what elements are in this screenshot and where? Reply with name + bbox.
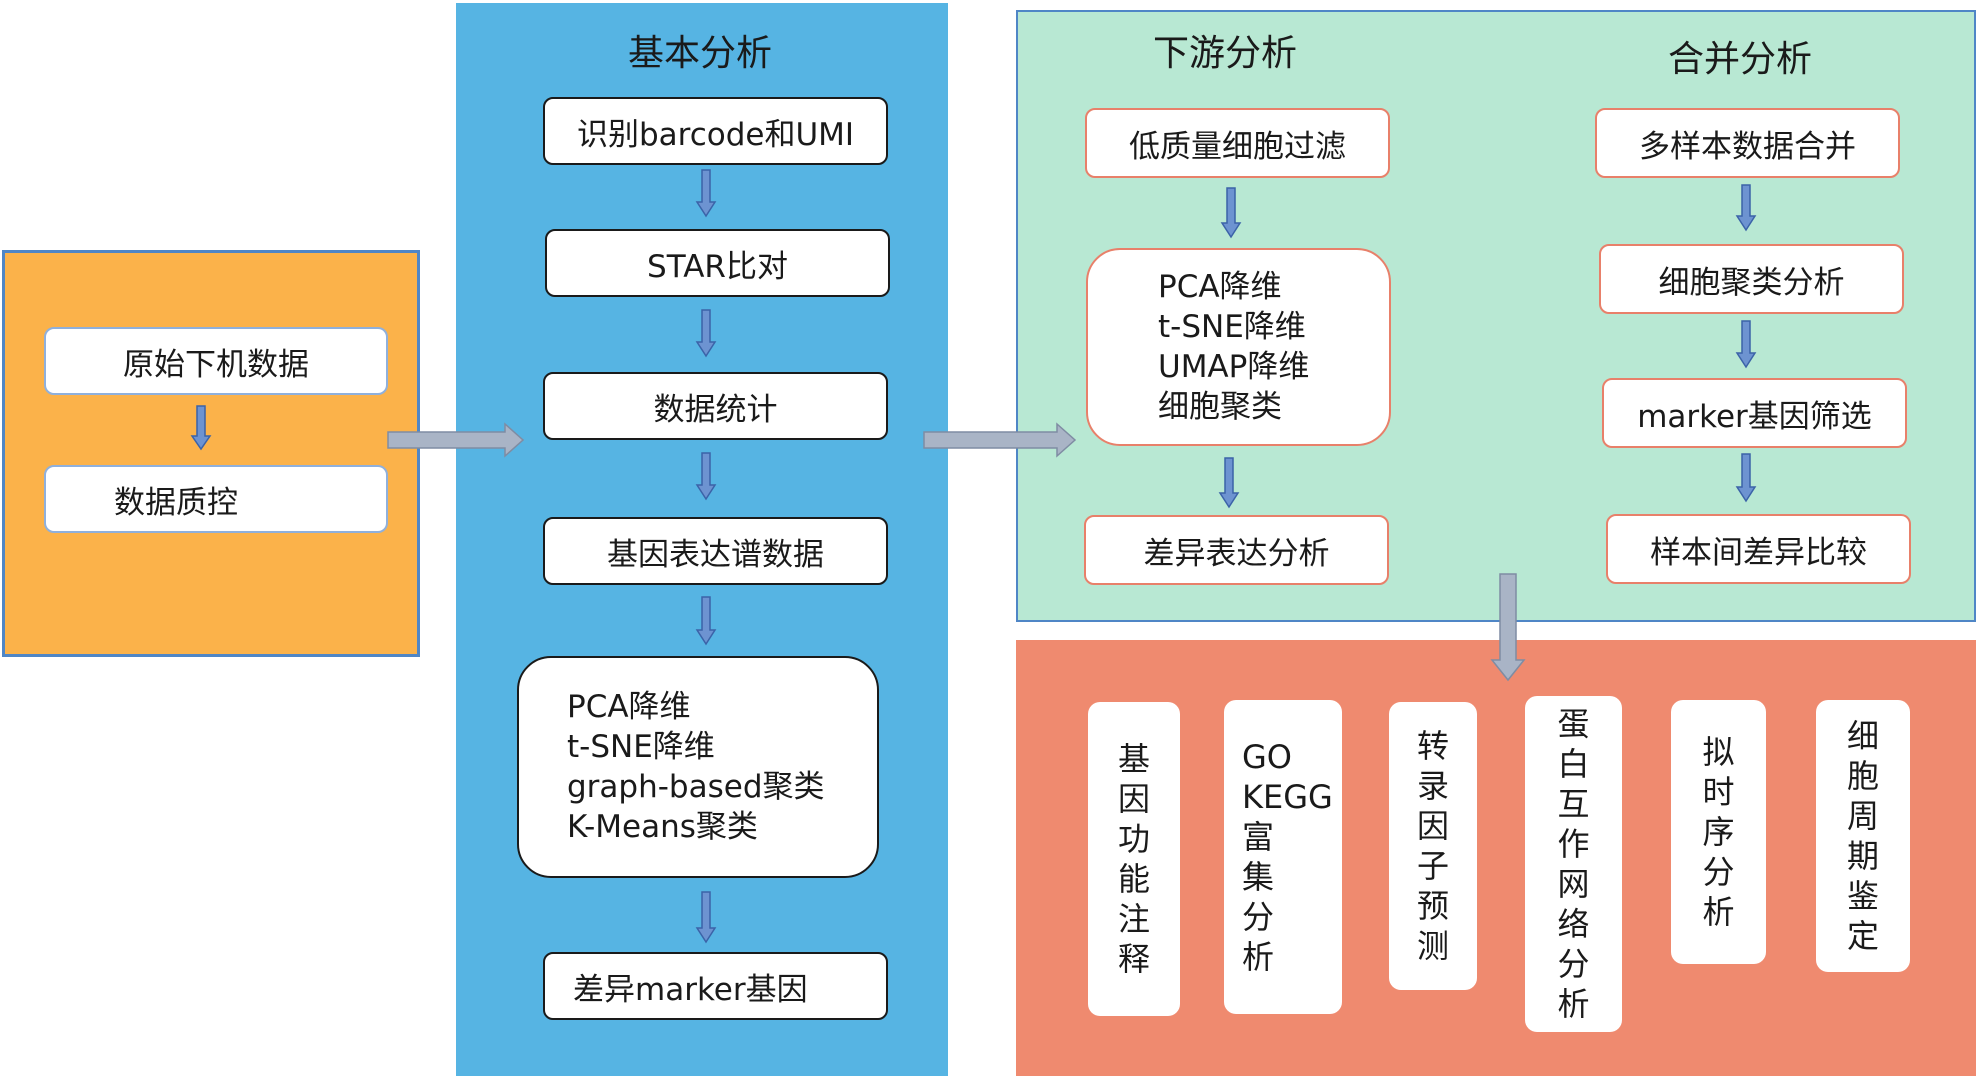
- card-char: 期: [1846, 837, 1879, 875]
- card-char: 定: [1846, 917, 1879, 955]
- card-char: 基: [1117, 740, 1150, 778]
- star-alignment-node: STAR比对: [545, 229, 890, 297]
- cell-clustering-node: 细胞聚类分析: [1599, 244, 1904, 314]
- card-char: 注: [1117, 900, 1150, 938]
- card-char: 释: [1117, 940, 1150, 978]
- card-char: 胞: [1846, 757, 1879, 795]
- card-char: 子: [1416, 847, 1449, 885]
- card-char: 富: [1242, 818, 1275, 856]
- dim-reduction-line: t-SNE降维: [1158, 309, 1306, 345]
- card-char: 因: [1117, 780, 1150, 818]
- card-char: 白: [1557, 745, 1590, 783]
- data-statistics-node: 数据统计: [543, 372, 888, 440]
- card-char: 集: [1242, 858, 1275, 896]
- basic-analysis-title: 基本分析: [627, 33, 773, 74]
- card-char: 作: [1557, 825, 1590, 863]
- diff-marker-gene-node: 差异marker基因: [543, 952, 888, 1020]
- downstream-analysis-title: 下游分析: [1152, 33, 1298, 74]
- basic-clustering-node: PCA降维 t-SNE降维 graph-based聚类 K-Means聚类: [517, 656, 879, 878]
- card-char: 析: [1557, 985, 1590, 1023]
- card-char: 录: [1416, 767, 1449, 805]
- card-char: 络: [1557, 905, 1590, 943]
- card-char: 蛋: [1557, 705, 1590, 743]
- basic-clustering-line: PCA降维: [567, 689, 691, 725]
- card-char: GO: [1242, 738, 1292, 776]
- basic-clustering-line: t-SNE降维: [567, 729, 715, 765]
- low-quality-filter-node: 低质量细胞过滤: [1085, 108, 1390, 178]
- card-char: 析: [1242, 938, 1275, 976]
- card-char: 序: [1702, 813, 1735, 851]
- raw-data-node: 原始下机数据: [44, 327, 388, 395]
- basic-clustering-line: K-Means聚类: [567, 809, 758, 845]
- go-kegg-enrichment-card: GO KEGG 富 集 分 析: [1224, 700, 1342, 1014]
- card-char: KEGG: [1242, 778, 1333, 816]
- card-char: 转: [1416, 727, 1449, 765]
- card-char: 预: [1416, 887, 1449, 925]
- card-char: 鉴: [1846, 877, 1879, 915]
- marker-gene-screening-node: marker基因筛选: [1602, 378, 1907, 448]
- card-char: 测: [1416, 927, 1449, 965]
- data-qc-node: 数据质控: [44, 465, 388, 533]
- dim-reduction-node: PCA降维 t-SNE降维 UMAP降维 细胞聚类: [1086, 248, 1391, 446]
- multi-sample-merge-node: 多样本数据合并: [1595, 108, 1900, 178]
- card-char: 网: [1557, 865, 1590, 903]
- card-char: 细: [1846, 717, 1879, 755]
- sample-difference-node: 样本间差异比较: [1606, 514, 1911, 584]
- ppi-network-card: 蛋 白 互 作 网 络 分 析: [1525, 696, 1622, 1032]
- card-char: 时: [1702, 773, 1735, 811]
- card-char: 因: [1416, 807, 1449, 845]
- card-char: 周: [1846, 797, 1879, 835]
- barcode-umi-node: 识别barcode和UMI: [543, 97, 888, 165]
- card-char: 分: [1557, 945, 1590, 983]
- card-char: 能: [1117, 860, 1150, 898]
- card-char: 析: [1702, 893, 1735, 931]
- card-char: 功: [1117, 820, 1150, 858]
- diff-expression-node: 差异表达分析: [1084, 515, 1389, 585]
- expression-profile-node: 基因表达谱数据: [543, 517, 888, 585]
- basic-clustering-line: graph-based聚类: [567, 769, 825, 805]
- raw-data-panel: [2, 250, 420, 657]
- pseudotime-card: 拟 时 序 分 析: [1671, 700, 1766, 964]
- card-char: 拟: [1702, 733, 1735, 771]
- gene-function-annotation-card: 基 因 功 能 注 释: [1088, 702, 1180, 1016]
- dim-reduction-line: 细胞聚类: [1158, 389, 1282, 425]
- dim-reduction-line: PCA降维: [1158, 269, 1282, 305]
- merge-analysis-title: 合并分析: [1667, 39, 1813, 80]
- card-char: 分: [1702, 853, 1735, 891]
- card-char: 分: [1242, 898, 1275, 936]
- dim-reduction-line: UMAP降维: [1158, 349, 1310, 385]
- tf-prediction-card: 转 录 因 子 预 测: [1389, 702, 1477, 990]
- card-char: 互: [1557, 785, 1590, 823]
- cell-cycle-card: 细 胞 周 期 鉴 定: [1816, 700, 1910, 972]
